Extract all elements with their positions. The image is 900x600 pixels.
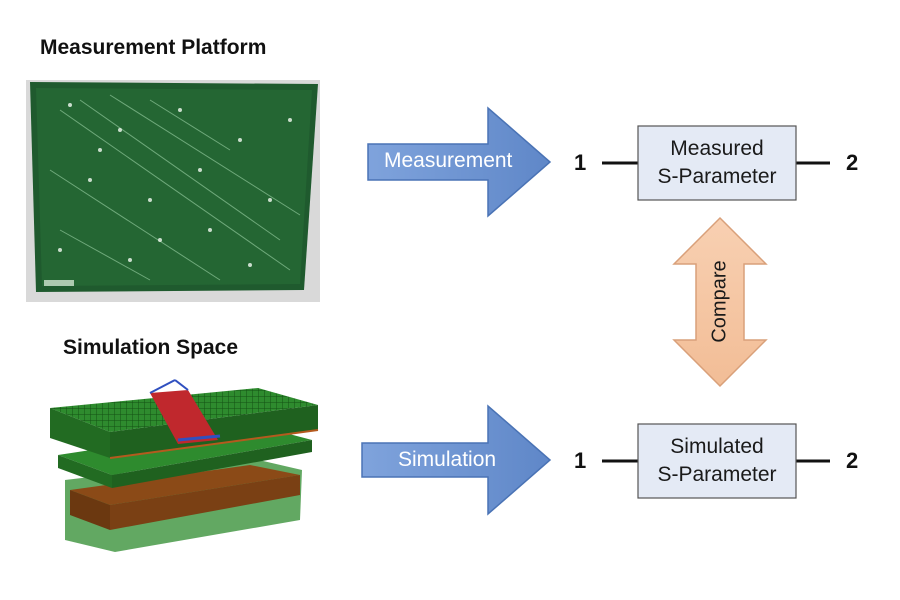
measured-sparameter-box: [637, 125, 797, 201]
simulated-sparameter-box: [637, 423, 797, 499]
measurement-arrow: [367, 106, 552, 218]
simulated-box-line2: S-Parameter: [657, 463, 777, 486]
measured-box-line2: S-Parameter: [657, 165, 777, 188]
compare-arrow: [672, 216, 768, 388]
pcb-photo: [26, 80, 320, 302]
simulation-space-title: Simulation Space: [63, 336, 239, 359]
measured-port-left: 1: [574, 150, 587, 175]
compare-arrow-label: Compare: [708, 260, 731, 343]
simulation-model: [50, 379, 319, 552]
simulation-arrow-label: Simulation: [398, 448, 497, 471]
simulation-arrow: [361, 404, 552, 516]
measured-box-line1: Measured: [670, 137, 764, 160]
measured-port-right: 2: [846, 150, 859, 175]
simulated-box-line1: Simulated: [670, 435, 764, 458]
simulated-port-right: 2: [846, 448, 859, 473]
measurement-platform-title: Measurement Platform: [40, 36, 267, 59]
measurement-arrow-label: Measurement: [384, 149, 513, 172]
simulated-port-left: 1: [574, 448, 587, 473]
